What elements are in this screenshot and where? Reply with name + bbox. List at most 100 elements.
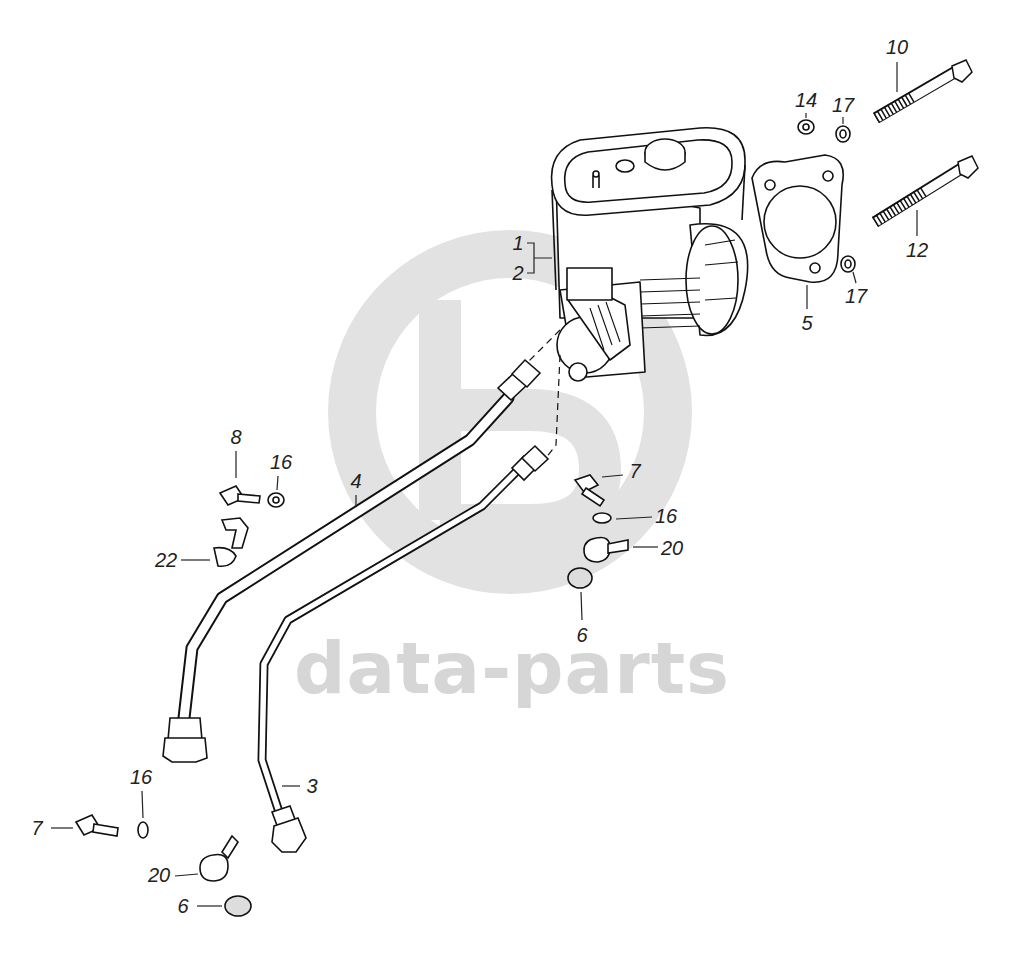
callout-number: 16	[655, 506, 677, 526]
callout-number: 20	[661, 538, 683, 558]
drawing-path	[552, 128, 746, 215]
callout-number: 8	[230, 427, 241, 447]
drawing-line	[142, 791, 143, 818]
drawing-circle	[810, 263, 820, 273]
callout-number: 3	[306, 776, 317, 796]
drawing-path	[200, 854, 228, 881]
drawing-path	[222, 836, 238, 858]
watermark-logo	[352, 254, 668, 570]
drawing-line	[181, 559, 210, 560]
drawing-line	[51, 827, 73, 828]
drawing-ellipse	[225, 896, 251, 916]
drawing-line	[355, 495, 356, 506]
drawing-line	[235, 451, 236, 478]
callout-number: 22	[155, 550, 177, 570]
drawing-g	[528, 330, 560, 458]
drawing-circle	[823, 171, 833, 181]
drawing-path	[93, 824, 118, 836]
drawing-path	[522, 446, 548, 471]
drawing-line	[805, 113, 806, 118]
drawing-path	[527, 243, 552, 273]
callout-number: 7	[31, 818, 42, 838]
drawing-path	[272, 818, 306, 852]
callout-number: 17	[832, 95, 854, 115]
drawing-line	[602, 475, 623, 477]
drawing-circle	[352, 254, 668, 570]
callout-number: 1	[512, 233, 523, 253]
drawing-path	[593, 176, 599, 188]
drawing-path	[568, 292, 630, 360]
drawing-path	[214, 548, 236, 567]
drawing-g	[184, 398, 518, 815]
drawing-ellipse	[840, 130, 846, 138]
drawing-line	[877, 73, 954, 118]
drawing-path	[512, 360, 540, 387]
callout-number: 10	[886, 37, 908, 57]
drawing-path	[742, 165, 745, 220]
drawing-circle	[764, 186, 836, 258]
drawing-path	[645, 152, 685, 170]
drawing-line	[633, 546, 658, 547]
drawing-line	[876, 97, 912, 118]
drawing-path	[582, 488, 604, 506]
drawing-line	[175, 874, 198, 876]
drawing-line	[197, 905, 222, 906]
callout-number: 5	[801, 313, 812, 333]
drawing-ellipse	[798, 120, 814, 134]
drawing-ellipse	[568, 568, 592, 588]
drawing-path	[565, 140, 732, 202]
drawing-line	[640, 326, 700, 328]
drawing-ellipse	[686, 226, 738, 334]
callout-number: 16	[270, 452, 292, 472]
drawing-line	[581, 592, 582, 620]
callout-number: 6	[177, 896, 188, 916]
callout-number: 12	[906, 240, 928, 260]
drawing-line	[606, 302, 620, 342]
drawing-circle	[569, 363, 587, 381]
drawing-ellipse	[616, 160, 634, 172]
drawing-line	[640, 314, 700, 316]
drawing-polygon	[958, 156, 978, 178]
drawing-line	[876, 72, 955, 118]
callout-number: 14	[795, 90, 817, 110]
callout-number: 17	[845, 286, 867, 306]
drawing-line	[806, 285, 807, 309]
drawing-line	[640, 290, 700, 292]
drawing-ellipse	[273, 497, 279, 503]
watermark-text: data-parts	[294, 632, 730, 704]
drawing-path	[752, 155, 843, 282]
drawing-g	[640, 240, 738, 328]
callout-number: 7	[629, 461, 640, 481]
callout-number: 4	[350, 471, 361, 491]
drawing-line	[640, 278, 700, 280]
drawing-path	[608, 540, 628, 553]
drawing-ellipse	[803, 124, 809, 130]
drawing-g	[590, 302, 620, 350]
drawing-line	[277, 476, 278, 490]
drawing-path	[546, 355, 560, 458]
drawing-g	[875, 60, 978, 222]
drawing-line	[916, 210, 917, 236]
callout-number: 20	[148, 865, 170, 885]
drawing-ellipse	[841, 256, 855, 272]
drawing-ellipse	[836, 126, 850, 142]
drawing-line	[842, 117, 843, 124]
callout-number: 16	[130, 767, 152, 787]
drawing-line	[705, 240, 735, 245]
drawing-path	[163, 738, 207, 762]
drawing-line	[876, 169, 961, 222]
drawing-ellipse	[138, 822, 148, 838]
drawing-line	[896, 62, 897, 92]
drawing-line	[705, 298, 736, 300]
drawing-line	[616, 517, 652, 519]
drawing-ellipse	[593, 513, 611, 523]
drawing-path	[552, 190, 556, 290]
drawing-g	[51, 62, 917, 906]
drawing-polygon	[952, 60, 972, 82]
drawing-line	[282, 785, 300, 786]
drawing-path	[222, 518, 248, 548]
drawing-line	[875, 168, 962, 222]
drawing-g	[552, 120, 855, 381]
drawing-line	[705, 262, 738, 265]
